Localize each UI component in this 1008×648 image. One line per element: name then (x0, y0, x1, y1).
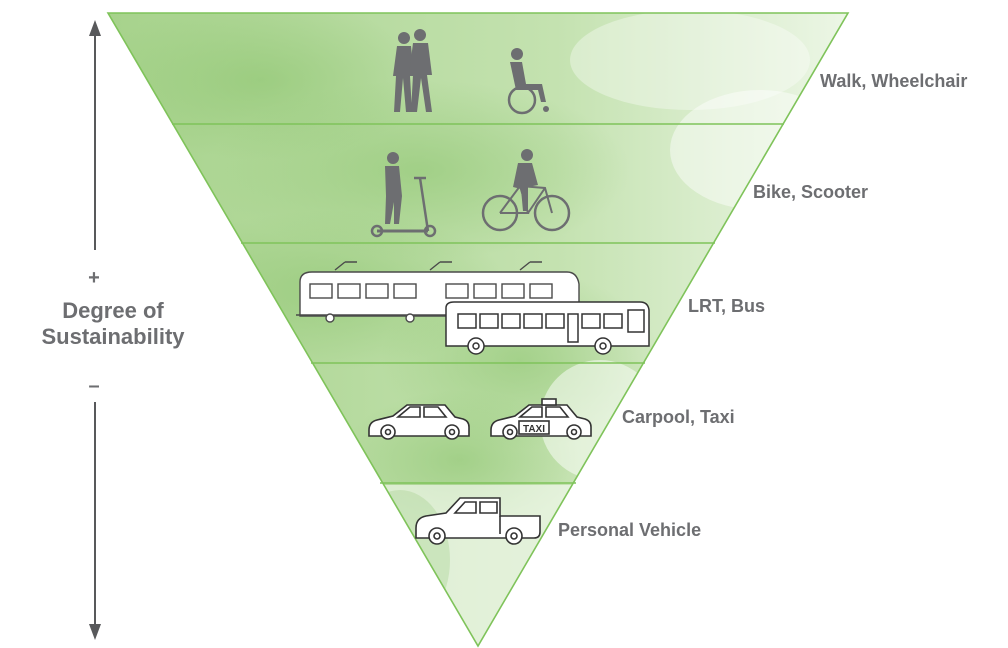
arrow-down-icon (89, 624, 101, 640)
arrow-up-icon (89, 20, 101, 36)
suv-icon (368, 404, 470, 440)
tier-label-lrt-bus: LRT, Bus (688, 296, 766, 316)
tier-label-personal-vehicle: Personal Vehicle (558, 520, 702, 540)
tier-label-carpool-taxi: Carpool, Taxi (622, 407, 735, 427)
sustainability-axis-arrow (89, 20, 101, 640)
tier-label-walk-wheelchair: Walk, Wheelchair (820, 71, 968, 91)
axis-minus-sign: – (88, 375, 100, 397)
tier-label-bike-scooter: Bike, Scooter (753, 182, 869, 202)
axis-plus-sign: + (88, 267, 100, 289)
axis-title-line1: Degree of (62, 298, 164, 323)
taxi-icon (490, 398, 592, 440)
wheelchair-user-icon (507, 48, 549, 115)
cyclist-icon (481, 149, 571, 232)
scooter-rider-icon (370, 152, 437, 238)
taxi-sign-text: TAXI (523, 424, 545, 435)
bus-icon (445, 301, 650, 355)
pedestrians-icon (393, 29, 432, 112)
pickup-truck-icon (415, 497, 541, 545)
axis-title: Degree of Sustainability (22, 298, 204, 350)
pyramid-outline (106, 12, 850, 648)
axis-title-line2: Sustainability (41, 323, 185, 349)
